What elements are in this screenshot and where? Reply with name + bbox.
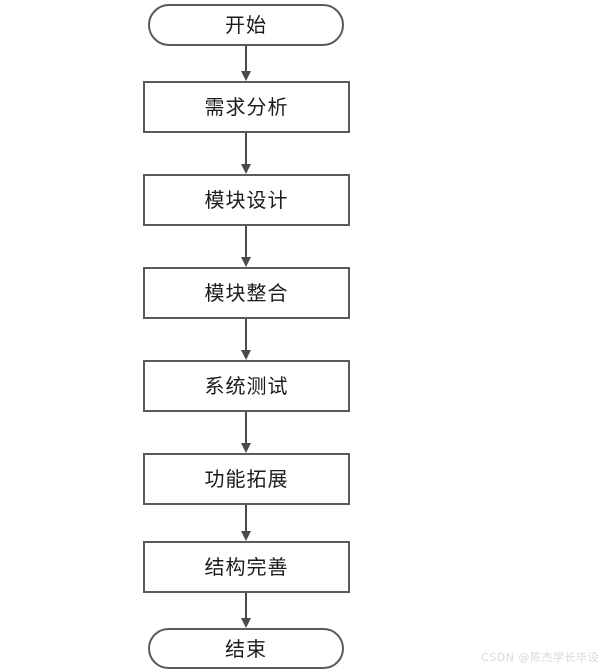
arrowhead-icon <box>241 618 251 628</box>
flow-node-n7: 结构完善 <box>143 541 350 593</box>
arrowhead-icon <box>241 71 251 81</box>
flow-node-n5: 系统测试 <box>143 360 350 412</box>
flow-node-label: 结构完善 <box>204 555 289 579</box>
flow-node-n4: 模块整合 <box>143 267 350 319</box>
flow-node-label: 系统测试 <box>204 374 289 398</box>
arrowhead-icon <box>241 257 251 267</box>
flow-node-n1: 开始 <box>148 4 344 46</box>
flow-node-label: 开始 <box>225 13 267 37</box>
flow-node-label: 功能拓展 <box>204 467 289 491</box>
arrowhead-icon <box>241 164 251 174</box>
flow-node-n6: 功能拓展 <box>143 453 350 505</box>
connector-line <box>245 226 247 258</box>
connector-line <box>245 133 247 165</box>
flow-node-label: 模块整合 <box>204 281 289 305</box>
flow-node-n3: 模块设计 <box>143 174 350 226</box>
flow-node-n2: 需求分析 <box>143 81 350 133</box>
connector-line <box>245 505 247 532</box>
connector-line <box>245 593 247 619</box>
arrowhead-icon <box>241 350 251 360</box>
connector-line <box>245 412 247 444</box>
csdn-watermark: CSDN @陈杰学长毕设 <box>481 651 599 664</box>
flow-node-n8: 结束 <box>148 628 344 669</box>
connector-line <box>245 319 247 351</box>
arrowhead-icon <box>241 443 251 453</box>
flow-node-label: 结束 <box>225 636 267 661</box>
connector-line <box>245 46 247 72</box>
arrowhead-icon <box>241 531 251 541</box>
flow-node-label: 模块设计 <box>204 188 289 212</box>
flow-node-label: 需求分析 <box>204 95 289 119</box>
